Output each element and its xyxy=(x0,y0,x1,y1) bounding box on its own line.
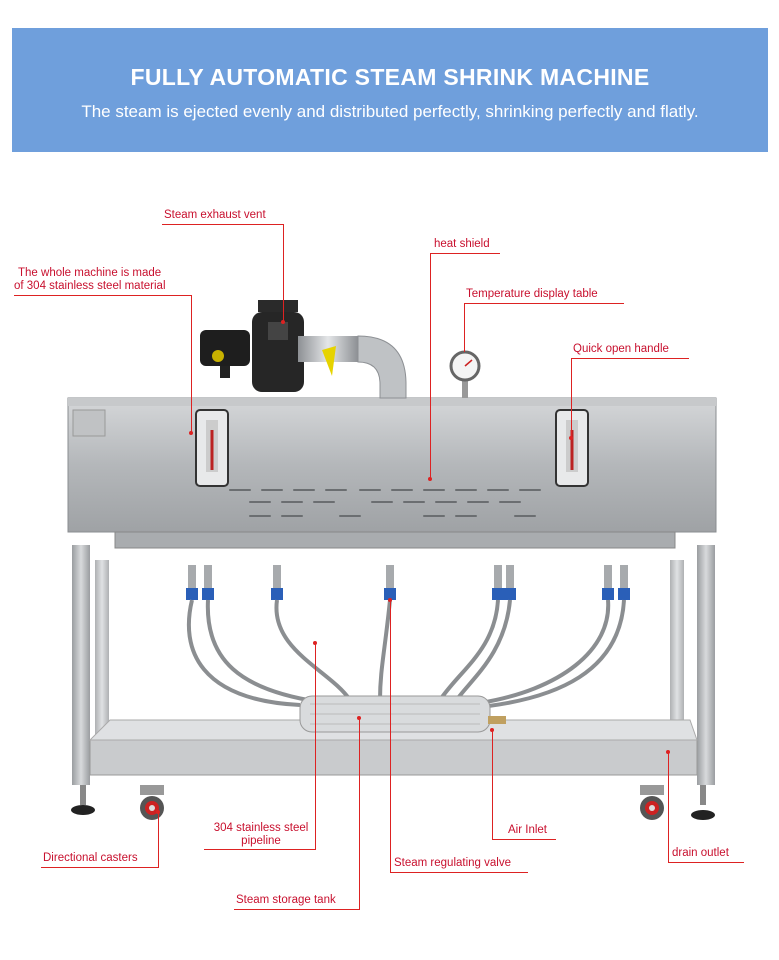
dot-directional-casters xyxy=(156,810,160,814)
leg-right-front xyxy=(697,545,715,785)
foot-left xyxy=(71,785,95,815)
label-drain-outlet: drain outlet xyxy=(672,847,729,859)
label-pipeline-line2: pipeline xyxy=(241,835,281,847)
label-heat-shield: heat shield xyxy=(434,238,490,250)
temperature-gauge xyxy=(449,350,481,398)
leg-left-front xyxy=(72,545,90,785)
braided-hoses xyxy=(187,599,626,710)
leader-steam-exhaust-vent-v xyxy=(283,224,284,322)
dot-steam-exhaust-vent xyxy=(281,320,285,324)
valves xyxy=(186,565,630,600)
leader-steam-regulating-valve xyxy=(390,872,528,873)
handle-right xyxy=(555,409,589,487)
dot-steam-regulating-valve xyxy=(388,598,392,602)
leader-directional-casters-v xyxy=(158,812,159,867)
banner-title: FULLY AUTOMATIC STEAM SHRINK MACHINE xyxy=(130,64,650,90)
label-whole-machine-line2: of 304 stainless steel material xyxy=(14,280,166,292)
dot-quick-open-handle xyxy=(569,436,573,440)
dot-air-inlet xyxy=(490,728,494,732)
handle-left xyxy=(195,409,229,487)
leader-pipeline-v xyxy=(315,643,316,849)
caster-right xyxy=(640,785,664,820)
steam-storage-tank xyxy=(299,695,506,733)
label-steam-storage-tank: Steam storage tank xyxy=(236,894,336,906)
dot-pipeline xyxy=(313,641,317,645)
leader-temperature-display-v xyxy=(464,303,465,352)
leader-heat-shield xyxy=(430,253,500,254)
leader-pipeline xyxy=(204,849,316,850)
leader-steam-storage-tank xyxy=(234,909,360,910)
leader-heat-shield-v xyxy=(430,253,431,479)
leader-whole-machine-v xyxy=(191,295,192,433)
leader-quick-open-handle-v xyxy=(571,358,572,438)
hood-body xyxy=(67,397,717,533)
header-banner: FULLY AUTOMATIC STEAM SHRINK MACHINE The… xyxy=(12,28,768,152)
dot-heat-shield xyxy=(428,477,432,481)
label-steam-exhaust-vent: Steam exhaust vent xyxy=(164,209,266,221)
foot-right xyxy=(691,785,715,820)
leg-left-back xyxy=(95,560,109,760)
leader-whole-machine xyxy=(14,295,192,296)
label-air-inlet: Air Inlet xyxy=(508,824,547,836)
leader-steam-storage-tank-v xyxy=(359,718,360,909)
leader-steam-exhaust-vent xyxy=(162,224,284,225)
leader-directional-casters xyxy=(41,867,159,868)
hood-lower-rail xyxy=(114,531,676,549)
bottom-tray xyxy=(89,739,698,776)
leader-drain-outlet xyxy=(668,862,744,863)
leader-air-inlet-v xyxy=(492,730,493,839)
label-pipeline-line1: 304 stainless steel xyxy=(213,822,309,834)
label-steam-regulating-valve: Steam regulating valve xyxy=(394,857,511,869)
exhaust-fan xyxy=(200,300,304,392)
banner-subtitle: The steam is ejected evenly and distribu… xyxy=(81,102,699,121)
steam-pipe xyxy=(298,335,407,399)
dot-drain-outlet xyxy=(666,750,670,754)
dot-steam-storage-tank xyxy=(357,716,361,720)
label-temperature-display: Temperature display table xyxy=(466,288,598,300)
label-directional-casters: Directional casters xyxy=(43,852,138,864)
nameplate xyxy=(72,409,106,437)
leg-right-back xyxy=(670,560,684,760)
leader-air-inlet xyxy=(492,839,556,840)
label-quick-open-handle: Quick open handle xyxy=(573,343,669,355)
leader-steam-regulating-valve-v xyxy=(390,600,391,872)
caster-left xyxy=(140,785,164,820)
leader-quick-open-handle xyxy=(571,358,689,359)
dot-whole-machine xyxy=(189,431,193,435)
label-whole-machine-line1: The whole machine is made xyxy=(18,267,162,279)
vent-slots xyxy=(229,489,541,517)
leader-temperature-display xyxy=(464,303,624,304)
leader-drain-outlet-v xyxy=(668,752,669,862)
